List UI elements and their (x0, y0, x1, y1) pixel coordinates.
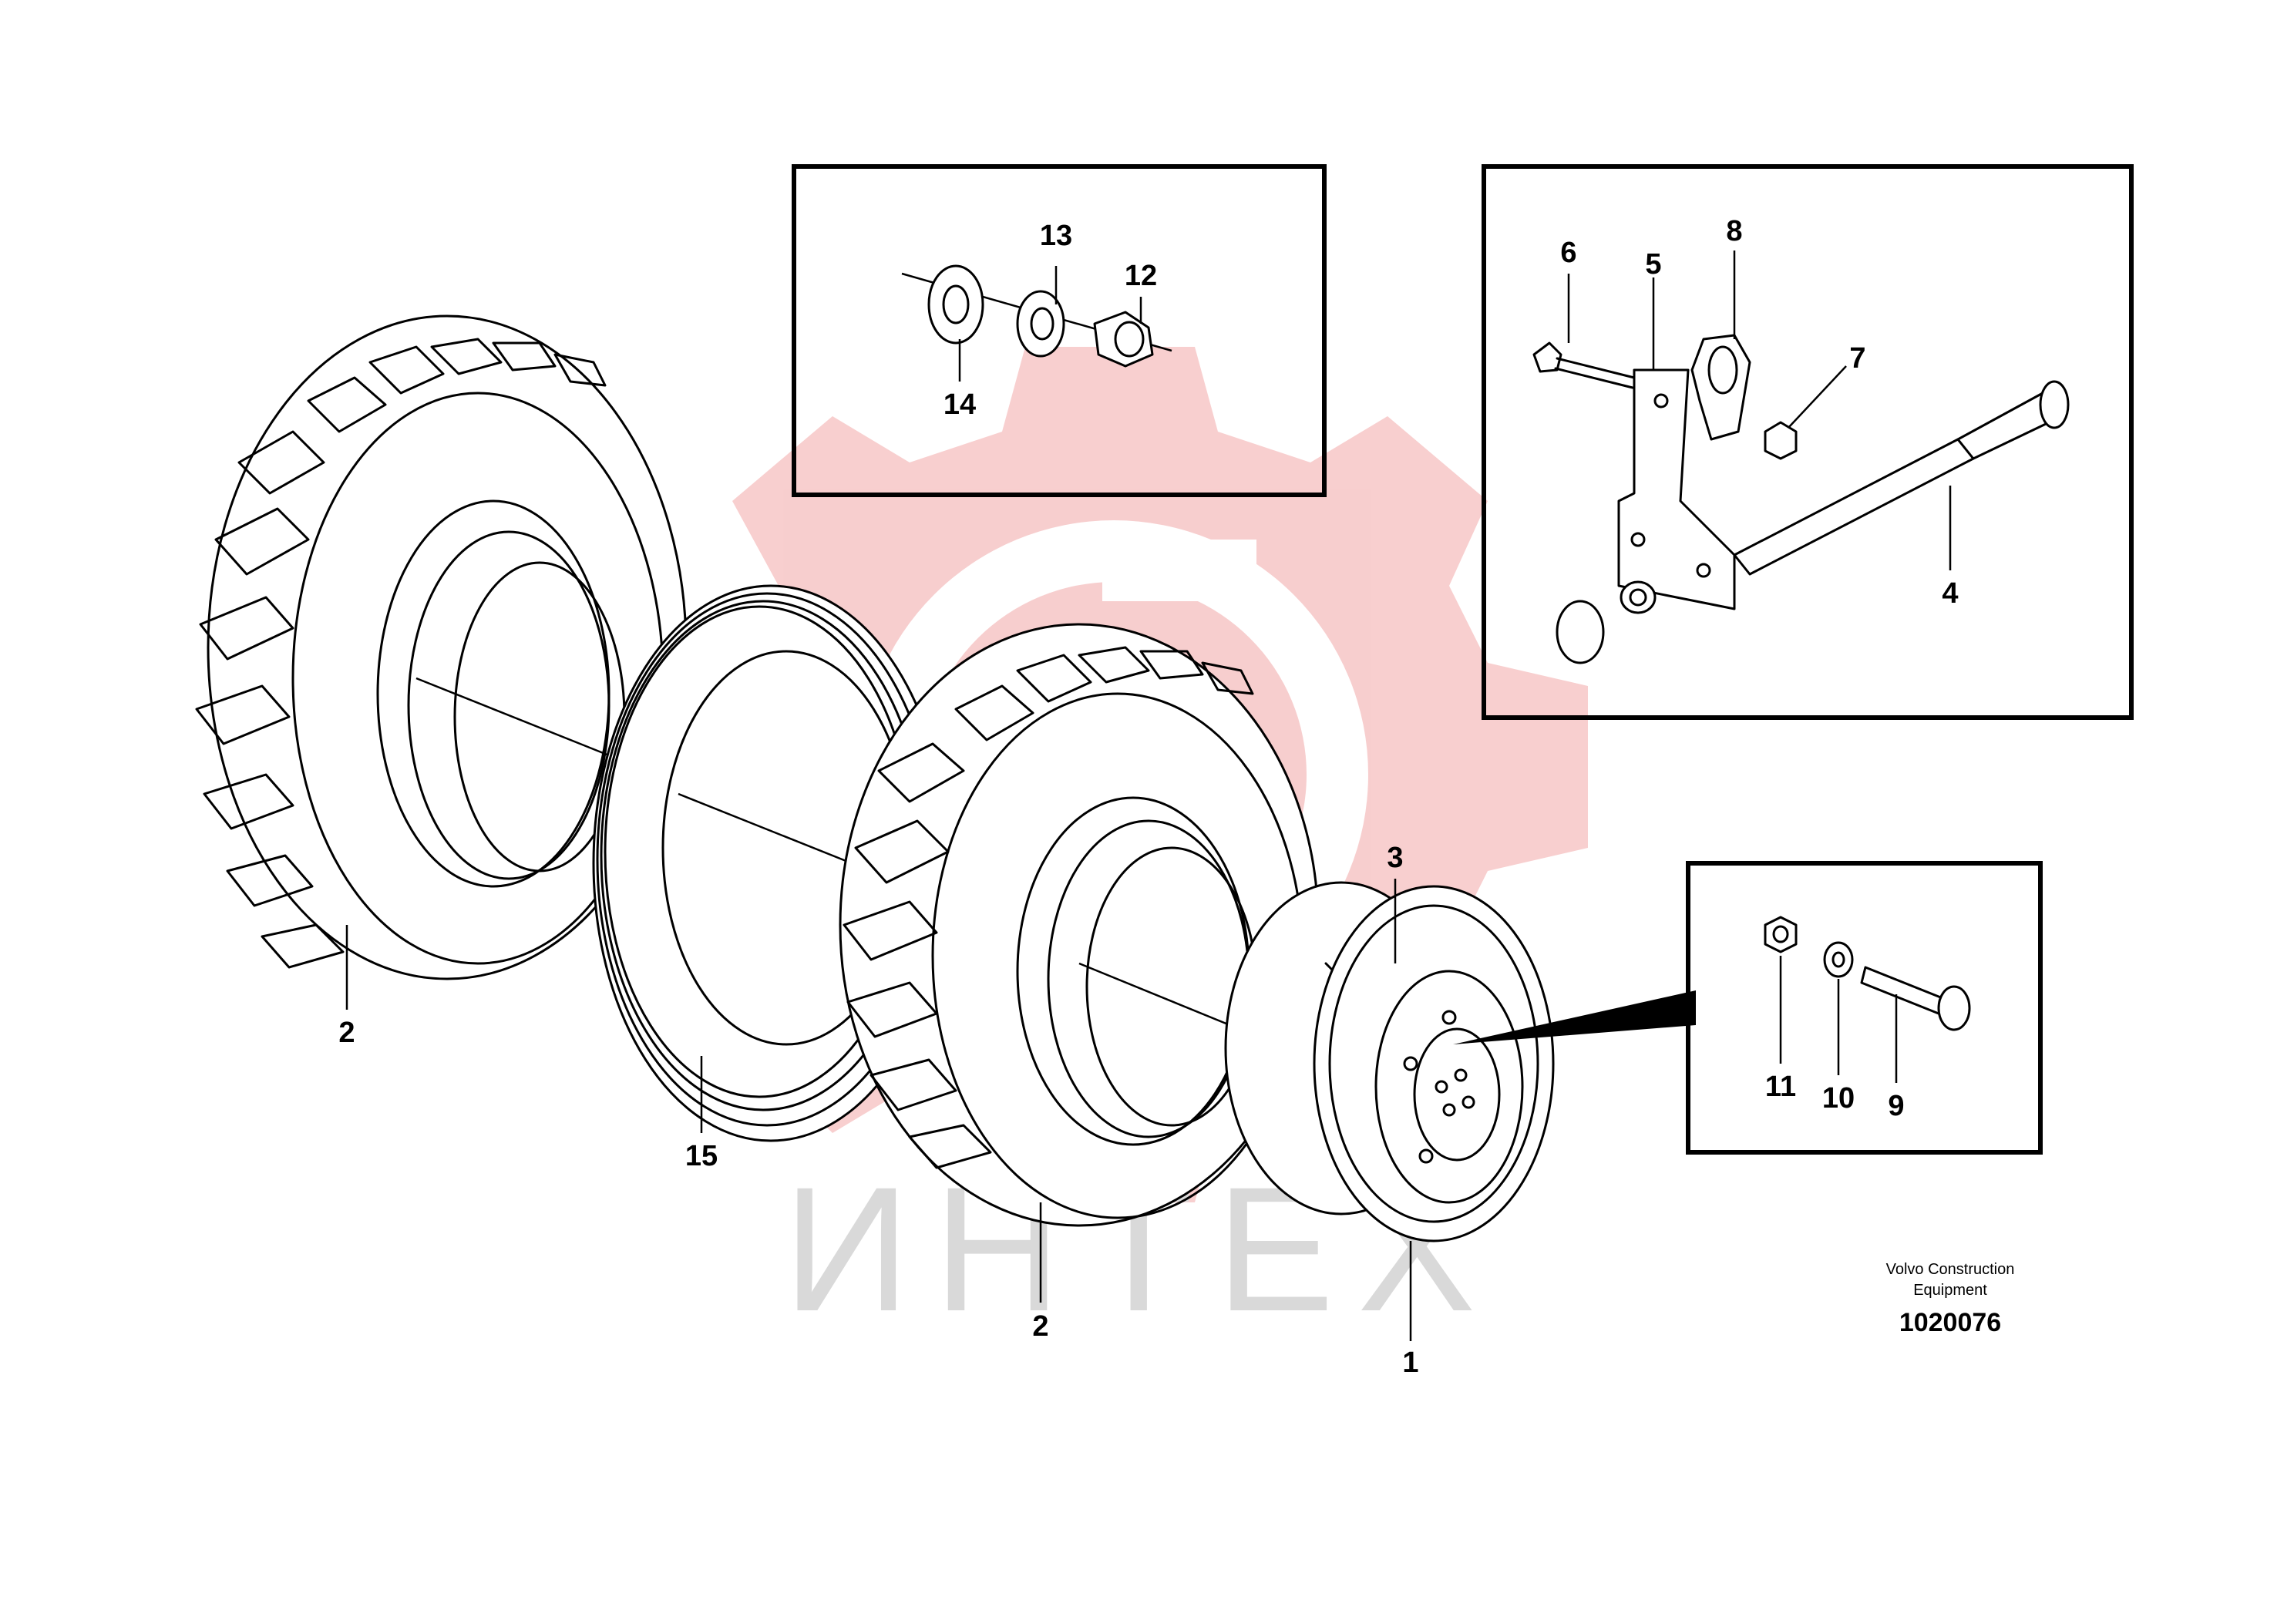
tire-left (195, 314, 688, 1010)
callout-13: 13 (1040, 220, 1072, 252)
callout-4: 4 (1942, 577, 1958, 610)
detail-box-valve (1482, 164, 2134, 720)
callout-1: 1 (1402, 1347, 1418, 1379)
publisher-line-1: Volvo Construction (1886, 1261, 2015, 1278)
callout-8: 8 (1726, 215, 1742, 247)
callout-10: 10 (1822, 1082, 1855, 1115)
callout-7: 7 (1849, 342, 1865, 375)
detail-box-bolts (1686, 861, 2043, 1155)
callout-15: 15 (685, 1140, 718, 1172)
callout-3: 3 (1387, 842, 1403, 874)
wheel-rim (1224, 879, 1696, 1341)
callout-12: 12 (1125, 260, 1157, 292)
drawing-number: 1020076 (1899, 1308, 2001, 1337)
detail-box-hardware (792, 164, 1327, 497)
callout-14: 14 (944, 388, 976, 421)
callout-2-left: 2 (338, 1017, 355, 1049)
callout-2-right: 2 (1032, 1310, 1048, 1343)
callout-9: 9 (1888, 1090, 1904, 1122)
callout-11: 11 (1765, 1071, 1796, 1103)
publisher-line-2: Equipment (1913, 1282, 1987, 1299)
tire-right (839, 623, 1320, 1303)
callout-6: 6 (1560, 237, 1576, 269)
callouts: 1 2 2 3 4 5 6 7 8 9 10 11 12 13 14 15 (338, 215, 1958, 1379)
callout-5: 5 (1645, 248, 1661, 281)
